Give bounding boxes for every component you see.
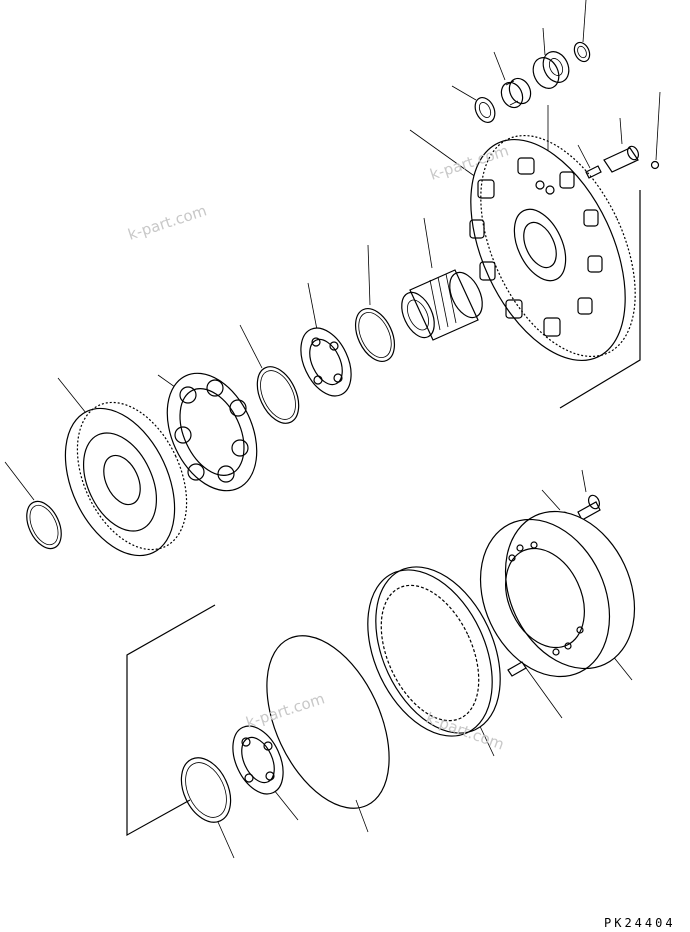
snap-ring-far-left	[4, 461, 62, 550]
needle-bearing-top	[493, 51, 532, 109]
watermark-1: k-part.com	[126, 201, 209, 243]
ball-bearing-middle	[300, 282, 352, 397]
drawing-code: PK24404	[604, 916, 676, 930]
snap-ring-top-right	[573, 0, 591, 63]
dowel-pin-lower	[507, 661, 563, 719]
ring-gear-housing	[479, 510, 636, 681]
internal-ring-gear	[367, 566, 501, 757]
shaft-pin	[603, 117, 640, 173]
ball-detent	[650, 91, 661, 170]
snap-ring-middle	[354, 244, 396, 362]
dowel-pin-top	[577, 144, 602, 179]
retaining-ring-large	[266, 635, 390, 833]
thrust-washer-top	[451, 85, 496, 123]
roller-bearing-large	[157, 372, 258, 492]
planetary-carrier-plate	[409, 105, 636, 362]
splined-hub	[401, 217, 483, 341]
lower-assembly-bracket	[126, 604, 216, 837]
watermark-3: k-part.com	[244, 689, 327, 731]
ball-bearing-lower	[232, 725, 299, 821]
bolt	[577, 469, 601, 521]
seal-ring-lower	[180, 757, 235, 859]
sun-gear	[57, 377, 188, 557]
bushing-top	[532, 27, 570, 89]
snap-ring-left-middle	[239, 324, 300, 424]
upper-assembly-bracket	[559, 190, 641, 409]
